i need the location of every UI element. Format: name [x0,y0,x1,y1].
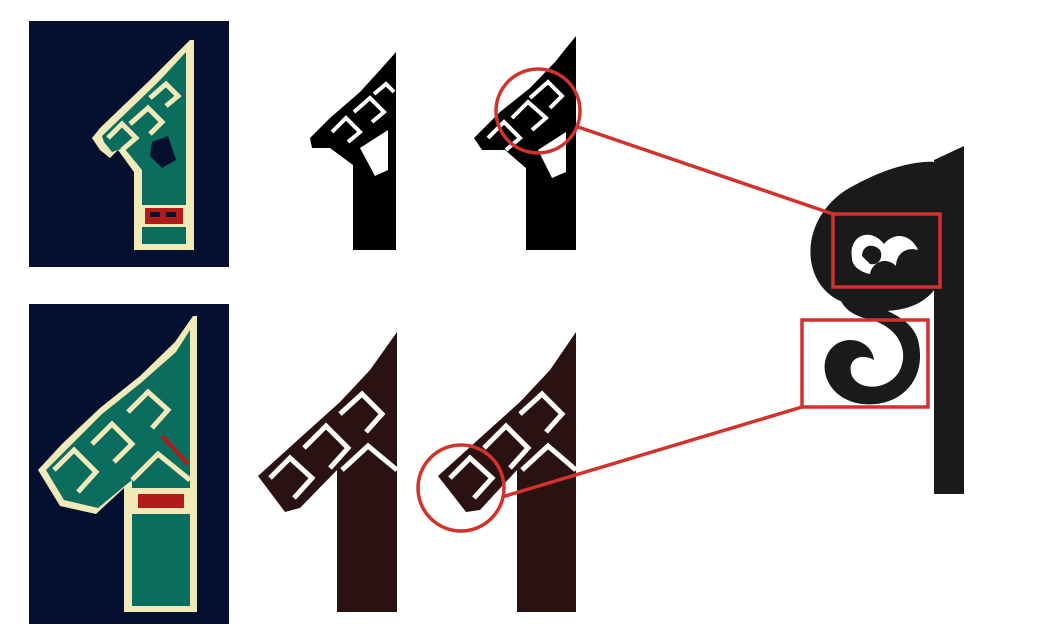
top-motif-spiral [106,80,182,152]
top-motif-green [102,52,186,244]
bottom-motif-spiral [52,388,192,494]
top-hook-circle [494,67,582,155]
upper-connector-line [577,125,834,216]
ornament-upper-curl [810,161,964,311]
top-motif-hole [150,136,176,168]
bottom-red-block [138,494,184,508]
bottom-colored-motif [29,304,229,624]
lower-connector-line [501,405,803,499]
top-colored-motif [29,21,229,267]
bottom-hook-circle [416,443,506,533]
top-black-silhouette-inner [310,52,396,250]
ornament-s-curve [824,292,921,405]
top-black-silhouette-outline [474,36,576,250]
ornament-stem [934,146,964,494]
upper-ornament-box [831,212,942,289]
bottom-brown-silhouette-inner [258,332,399,612]
lower-ornament-box [800,318,930,409]
bottom-brown-silhouette-outline [438,332,578,612]
